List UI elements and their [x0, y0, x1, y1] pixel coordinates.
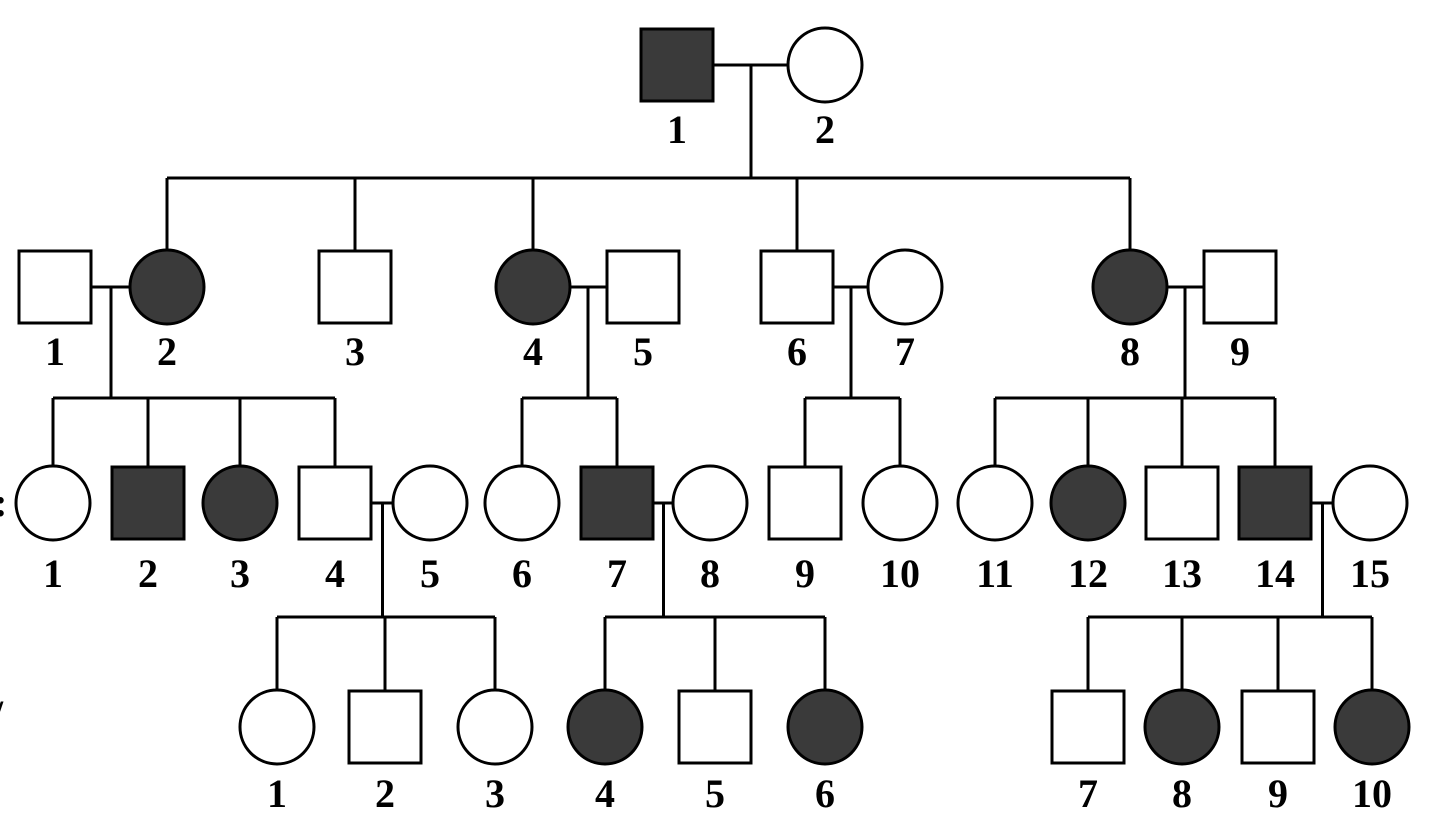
- label-ii-5: 5: [633, 329, 653, 374]
- individual-iii-2-square: [110, 465, 186, 541]
- label-ii-7: 7: [895, 329, 915, 374]
- individual-iii-3-circle: [201, 464, 279, 542]
- label-iv-3: 3: [485, 771, 505, 816]
- individual-iii-6-circle: [483, 464, 561, 542]
- label-iii-4: 4: [325, 551, 345, 596]
- individual-iv-1-circle: [238, 688, 316, 766]
- label-iii-5: 5: [420, 551, 440, 596]
- individual-ii-3-square: [317, 249, 393, 325]
- individual-ii-6-square: [759, 249, 835, 325]
- label-ii-4: 4: [523, 329, 543, 374]
- label-iv-1: 1: [267, 771, 287, 816]
- individual-iv-6-circle: [786, 688, 864, 766]
- individual-ii-2-circle: [128, 248, 206, 326]
- label-i-2: 2: [815, 107, 835, 152]
- label-iii-7: 7: [607, 551, 627, 596]
- individual-iii-10-circle: [861, 464, 939, 542]
- individual-iv-9-square: [1240, 689, 1316, 765]
- label-iv-2: 2: [375, 771, 395, 816]
- label-iii-8: 8: [700, 551, 720, 596]
- individual-iii-12-circle: [1049, 464, 1127, 542]
- label-ii-9: 9: [1230, 329, 1250, 374]
- individual-iii-13-square: [1144, 465, 1220, 541]
- label-iii-11: 11: [976, 551, 1014, 596]
- individual-iv-2-square: [347, 689, 423, 765]
- label-iv-5: 5: [705, 771, 725, 816]
- individual-iv-3-circle: [456, 688, 534, 766]
- individual-iii-11-circle: [956, 464, 1034, 542]
- individual-iv-8-circle: [1143, 688, 1221, 766]
- individual-iv-5-square: [677, 689, 753, 765]
- label-iii-13: 13: [1162, 551, 1202, 596]
- label-ii-1: 1: [45, 329, 65, 374]
- individual-ii-5-square: [605, 249, 681, 325]
- connector-lines: [51, 63, 1374, 691]
- individual-iii-15-circle: [1331, 464, 1409, 542]
- label-iv-4: 4: [595, 771, 615, 816]
- individual-iii-14-square: [1237, 465, 1313, 541]
- label-iv-6: 6: [815, 771, 835, 816]
- individual-iii-1-circle: [14, 464, 92, 542]
- individual-ii-9-square: [1202, 249, 1278, 325]
- label-ii-6: 6: [787, 329, 807, 374]
- label-ii-2: 2: [157, 329, 177, 374]
- individual-ii-1-square: [17, 249, 93, 325]
- label-i-1: 1: [667, 107, 687, 152]
- label-iii-1: 1: [43, 551, 63, 596]
- label-iii-6: 6: [512, 551, 532, 596]
- individual-iv-10-circle: [1333, 688, 1411, 766]
- label-iv-7: 7: [1078, 771, 1098, 816]
- cropped-generation-marks: : /: [0, 480, 7, 737]
- label-iii-2: 2: [138, 551, 158, 596]
- individual-i-2-circle: [786, 26, 864, 104]
- label-iii-9: 9: [795, 551, 815, 596]
- label-iii-3: 3: [230, 551, 250, 596]
- individual-iii-5-circle: [391, 464, 469, 542]
- individual-iii-7-square: [579, 465, 655, 541]
- label-iii-14: 14: [1255, 551, 1295, 596]
- individual-ii-4-circle: [494, 248, 572, 326]
- label-ii-8: 8: [1120, 329, 1140, 374]
- label-iv-8: 8: [1172, 771, 1192, 816]
- label-iii-15: 15: [1350, 551, 1390, 596]
- individuals: [14, 26, 1411, 766]
- label-iv-9: 9: [1268, 771, 1288, 816]
- cropped-mark-iv: /: [0, 692, 4, 737]
- label-iv-10: 10: [1352, 771, 1392, 816]
- label-iii-12: 12: [1068, 551, 1108, 596]
- individual-iv-7-square: [1050, 689, 1126, 765]
- label-ii-3: 3: [345, 329, 365, 374]
- label-iii-10: 10: [880, 551, 920, 596]
- cropped-mark-iii: :: [0, 480, 7, 525]
- individual-ii-7-circle: [866, 248, 944, 326]
- individual-iv-4-circle: [566, 688, 644, 766]
- individual-ii-8-circle: [1091, 248, 1169, 326]
- individual-iii-4-square: [297, 465, 373, 541]
- individual-iii-8-circle: [671, 464, 749, 542]
- individual-iii-9-square: [767, 465, 843, 541]
- individual-i-1-square: [639, 27, 715, 103]
